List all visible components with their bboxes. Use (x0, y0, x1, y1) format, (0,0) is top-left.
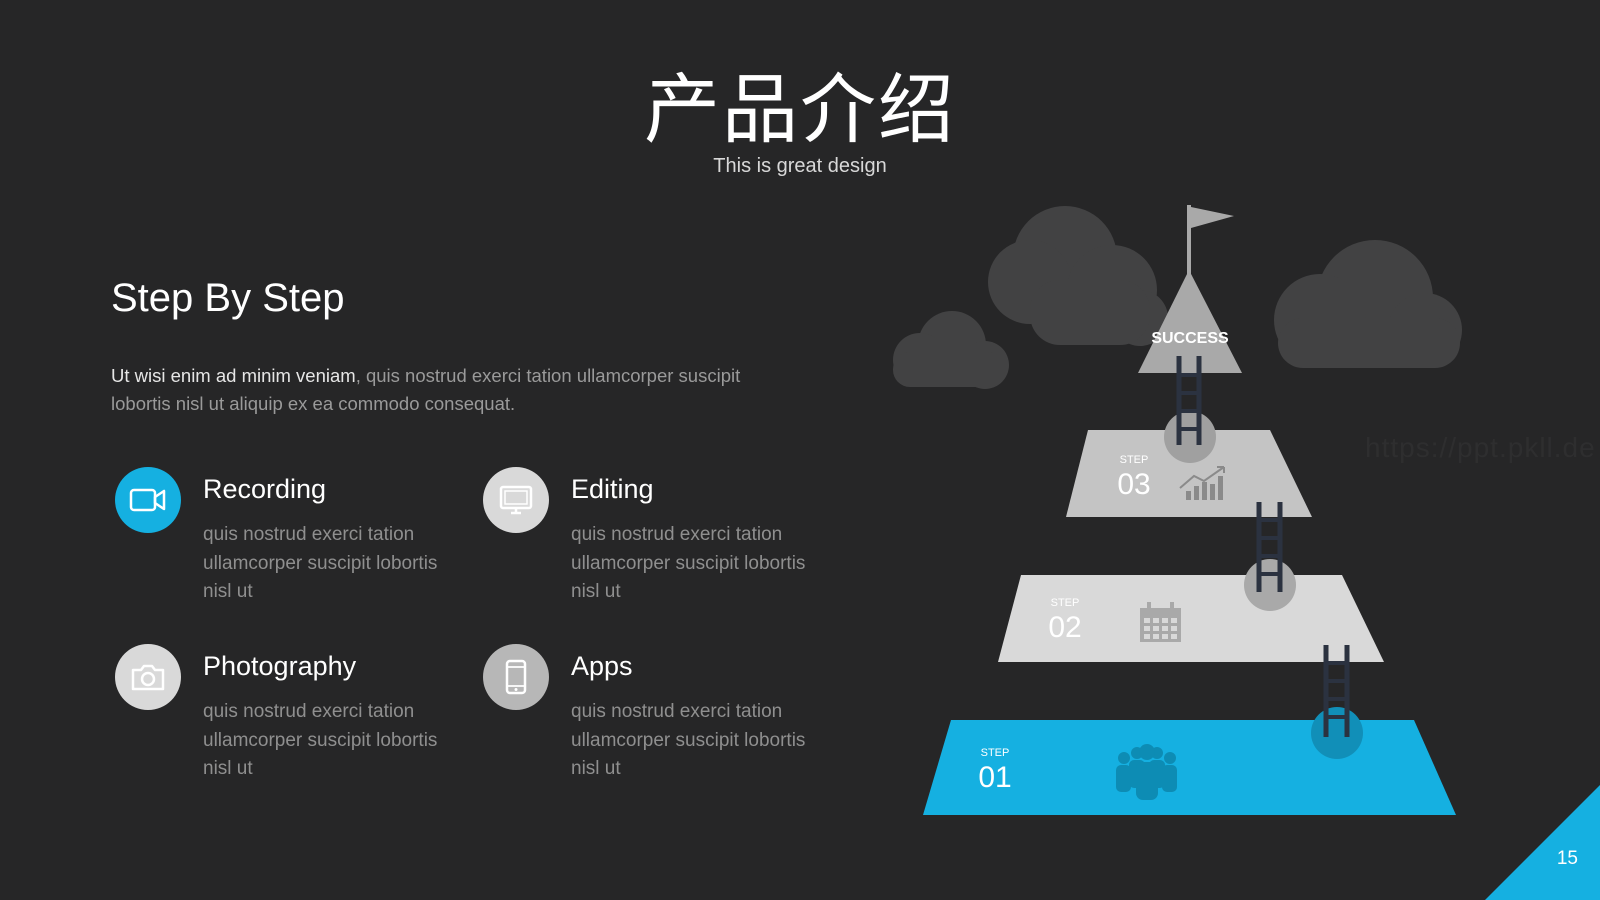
watermark: https://ppt.pkll.de (1365, 432, 1596, 463)
step-label: STEP (981, 747, 1010, 759)
ladder-hole (1311, 707, 1363, 759)
step-label: STEP (1120, 454, 1149, 466)
feature-description: quis nostrud exerci tation ullamcorper s… (571, 701, 806, 779)
video-camera-icon (115, 467, 181, 533)
ladder-hole (1164, 411, 1216, 463)
page-corner-accent (1485, 785, 1600, 900)
ladder-icon (1256, 502, 1283, 592)
smartphone-icon (483, 644, 549, 710)
cloud-right-icon (1274, 240, 1462, 368)
cloud-small-icon (893, 311, 1009, 389)
feature-name: Editing (571, 474, 654, 504)
people-group-icon (1116, 744, 1177, 800)
flag-icon (1187, 205, 1234, 277)
feature-name: Photography (203, 651, 357, 681)
ladder-icon (1176, 356, 1202, 445)
camera-icon (115, 644, 181, 710)
feature-name: Recording (203, 474, 327, 504)
intro-body: , quis nostrud exerci tation ullamcorper… (111, 365, 741, 414)
pyramid-step-03 (1066, 430, 1312, 517)
chart-growth-icon (1179, 466, 1225, 500)
cloud-large-icon (988, 206, 1168, 346)
feature-description: quis nostrud exerci tation ullamcorper s… (203, 701, 438, 779)
feature-name: Apps (571, 651, 633, 681)
step-number: 02 (1048, 611, 1081, 644)
step-number: 01 (978, 761, 1011, 794)
feature-description: quis nostrud exerci tation ullamcorper s… (571, 524, 806, 602)
step-number: 03 (1117, 468, 1150, 501)
intro-paragraph: Ut wisi enim ad minim veniam, quis nostr… (111, 362, 791, 418)
ladder-hole (1244, 559, 1296, 611)
ladder-icon (1323, 645, 1350, 737)
pyramid-peak (1138, 270, 1242, 373)
peak-label: SUCCESS (1151, 330, 1229, 347)
monitor-icon (483, 467, 549, 533)
step-label: STEP (1051, 597, 1080, 609)
section-heading: Step By Step (111, 276, 345, 320)
page-title: 产品介绍 (644, 65, 956, 154)
intro-lead: Ut wisi enim ad minim veniam (111, 365, 356, 386)
calendar-icon (1140, 602, 1181, 642)
page-subtitle: This is great design (713, 155, 887, 177)
page-number: 15 (1556, 848, 1578, 869)
feature-description: quis nostrud exerci tation ullamcorper s… (203, 524, 438, 602)
